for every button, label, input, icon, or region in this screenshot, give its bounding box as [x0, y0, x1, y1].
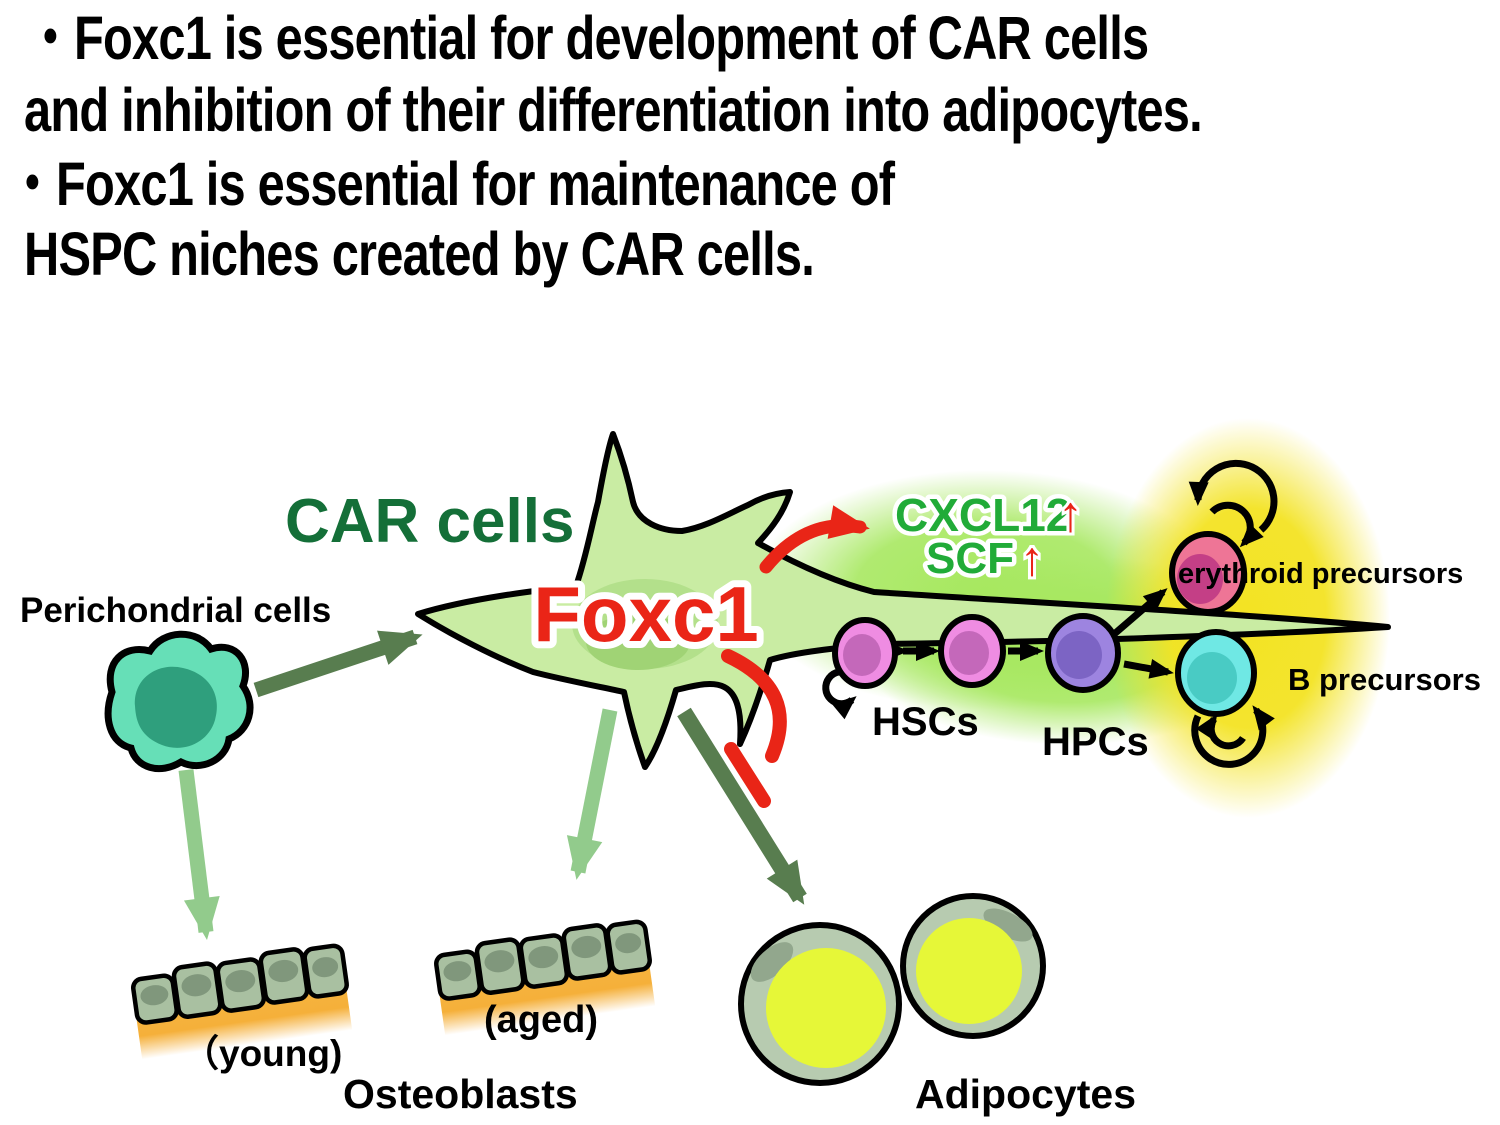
headline-line-4: HSPC niches created by CAR cells. [24, 220, 815, 288]
b-precursor-cycle-inner-icon [1195, 713, 1246, 750]
headline-line-3: ・Foxc1 is essential for maintenance of [8, 150, 895, 218]
erythroid-precursors-label: erythroid precursors [1178, 558, 1463, 590]
perichondrial-cells-label: Perichondrial cells [20, 591, 331, 630]
headline-line-1: ・Foxc1 is essential for development of C… [26, 4, 1149, 72]
b-precursor-cycle-outer-icon [1191, 705, 1275, 768]
b-precursor-cell [1175, 629, 1257, 717]
car-cells-label: CAR cells [285, 487, 574, 556]
cxcl12-up-arrow-icon: ↑ [1058, 486, 1083, 542]
erythroid-cycle-outer-icon [1188, 459, 1278, 533]
car-cell-nucleolus [586, 614, 690, 670]
scf-label: SCF [926, 534, 1014, 583]
perichondrial-cell [104, 630, 254, 773]
hpcs-label: HPCs [1042, 720, 1149, 764]
adipocyte-left [738, 922, 902, 1086]
secretion-arrow-icon [759, 505, 870, 574]
inhibition-tbar-icon [721, 649, 787, 808]
foxc1-label: Foxc1 [533, 570, 758, 658]
adipocytes-label: Adipocytes [915, 1071, 1136, 1117]
osteoblasts-label: Osteoblasts [343, 1071, 578, 1117]
hsc-cell-2 [938, 614, 1006, 688]
headline-line-2: and inhibition of their differentiation … [24, 76, 1203, 144]
b-precursors-label: B precursors [1288, 662, 1481, 697]
arrow-perichondrial-to-young-osteoblasts-icon [178, 769, 220, 940]
cxcl12-label: CXCL12 [895, 489, 1071, 541]
erythroid-precursor-cell [1169, 531, 1247, 615]
young-label: （young) [182, 1033, 342, 1074]
hpc-to-b-arrow-icon [1123, 658, 1174, 679]
arrow-car-to-aged-osteoblasts-icon [566, 708, 618, 880]
hpc-cell [1045, 613, 1121, 693]
arrow-car-to-adipocytes-icon [677, 707, 807, 905]
scf-up-arrow-icon: ↑ [1020, 533, 1044, 586]
car-cell-body [415, 431, 1391, 770]
hscs-label: HSCs [872, 700, 979, 744]
arrow-perichondrial-to-car-icon [253, 629, 423, 698]
aged-label: (aged) [484, 999, 598, 1041]
adipocyte-right [900, 893, 1046, 1039]
hsc-cell-1 [832, 617, 898, 689]
erythroid-cycle-inner-icon [1209, 501, 1264, 548]
